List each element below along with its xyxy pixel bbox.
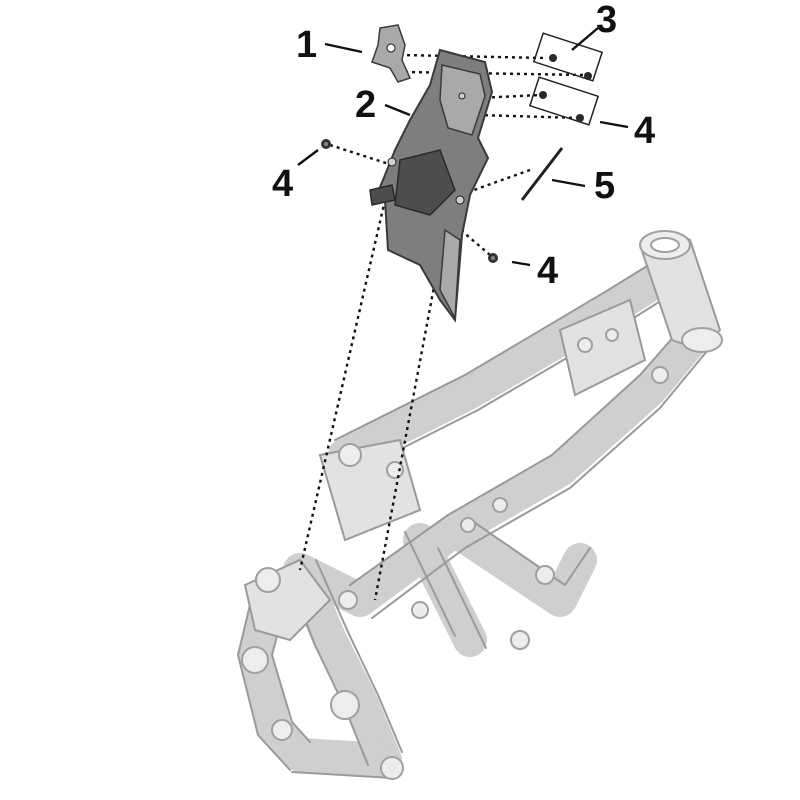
callout-1: 1 bbox=[296, 24, 317, 66]
screw-set-part-3 bbox=[528, 32, 604, 126]
callout-2: 2 bbox=[355, 84, 376, 126]
callout-labels: 1 2 3 4 4 4 5 bbox=[272, 0, 655, 292]
guard-plate-part-2 bbox=[369, 48, 494, 323]
pin-part-5 bbox=[520, 147, 564, 201]
callout-5: 5 bbox=[594, 165, 615, 207]
bracket-part-1 bbox=[371, 24, 412, 83]
callout-4-left: 4 bbox=[272, 163, 293, 205]
callout-4-right-upper: 4 bbox=[634, 110, 655, 152]
leader-lines bbox=[297, 27, 629, 267]
motorcycle-frame bbox=[237, 230, 723, 780]
fastener-part-4 bbox=[321, 139, 498, 263]
callout-4-right-lower: 4 bbox=[537, 250, 558, 292]
callout-3: 3 bbox=[596, 0, 617, 41]
